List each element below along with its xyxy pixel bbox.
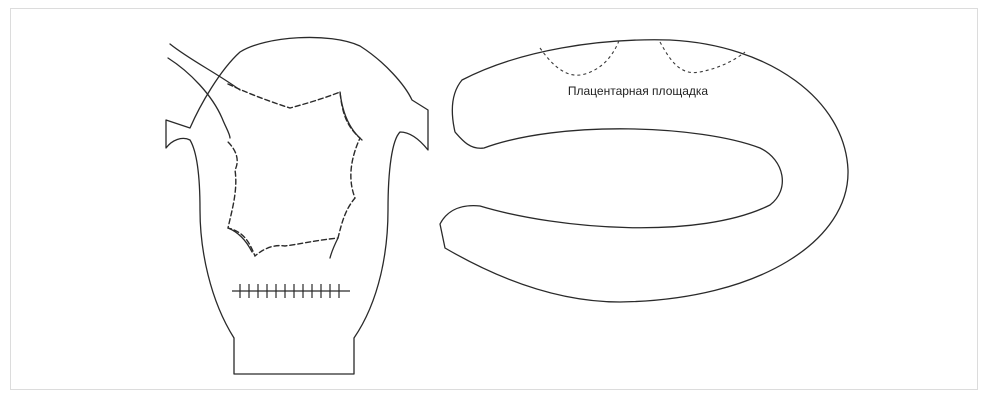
uterus-outer-contour	[166, 37, 428, 374]
placental-site-label: Плацентарная площадка	[568, 84, 709, 98]
horseshoe-outer-contour	[440, 40, 848, 302]
uterus-left-figure	[166, 37, 428, 374]
placental-site-dashed-left	[540, 38, 620, 75]
excision-solid-edge-bottom	[330, 238, 338, 258]
excision-solid-edge-left	[228, 228, 252, 252]
excision-solid-edge-right	[340, 92, 362, 140]
instrument-line-lower	[168, 58, 230, 138]
excision-dashed-edge	[228, 84, 360, 256]
uterus-right-figure: Плацентарная площадка	[440, 38, 848, 302]
placental-site-dashed-right	[660, 42, 745, 73]
